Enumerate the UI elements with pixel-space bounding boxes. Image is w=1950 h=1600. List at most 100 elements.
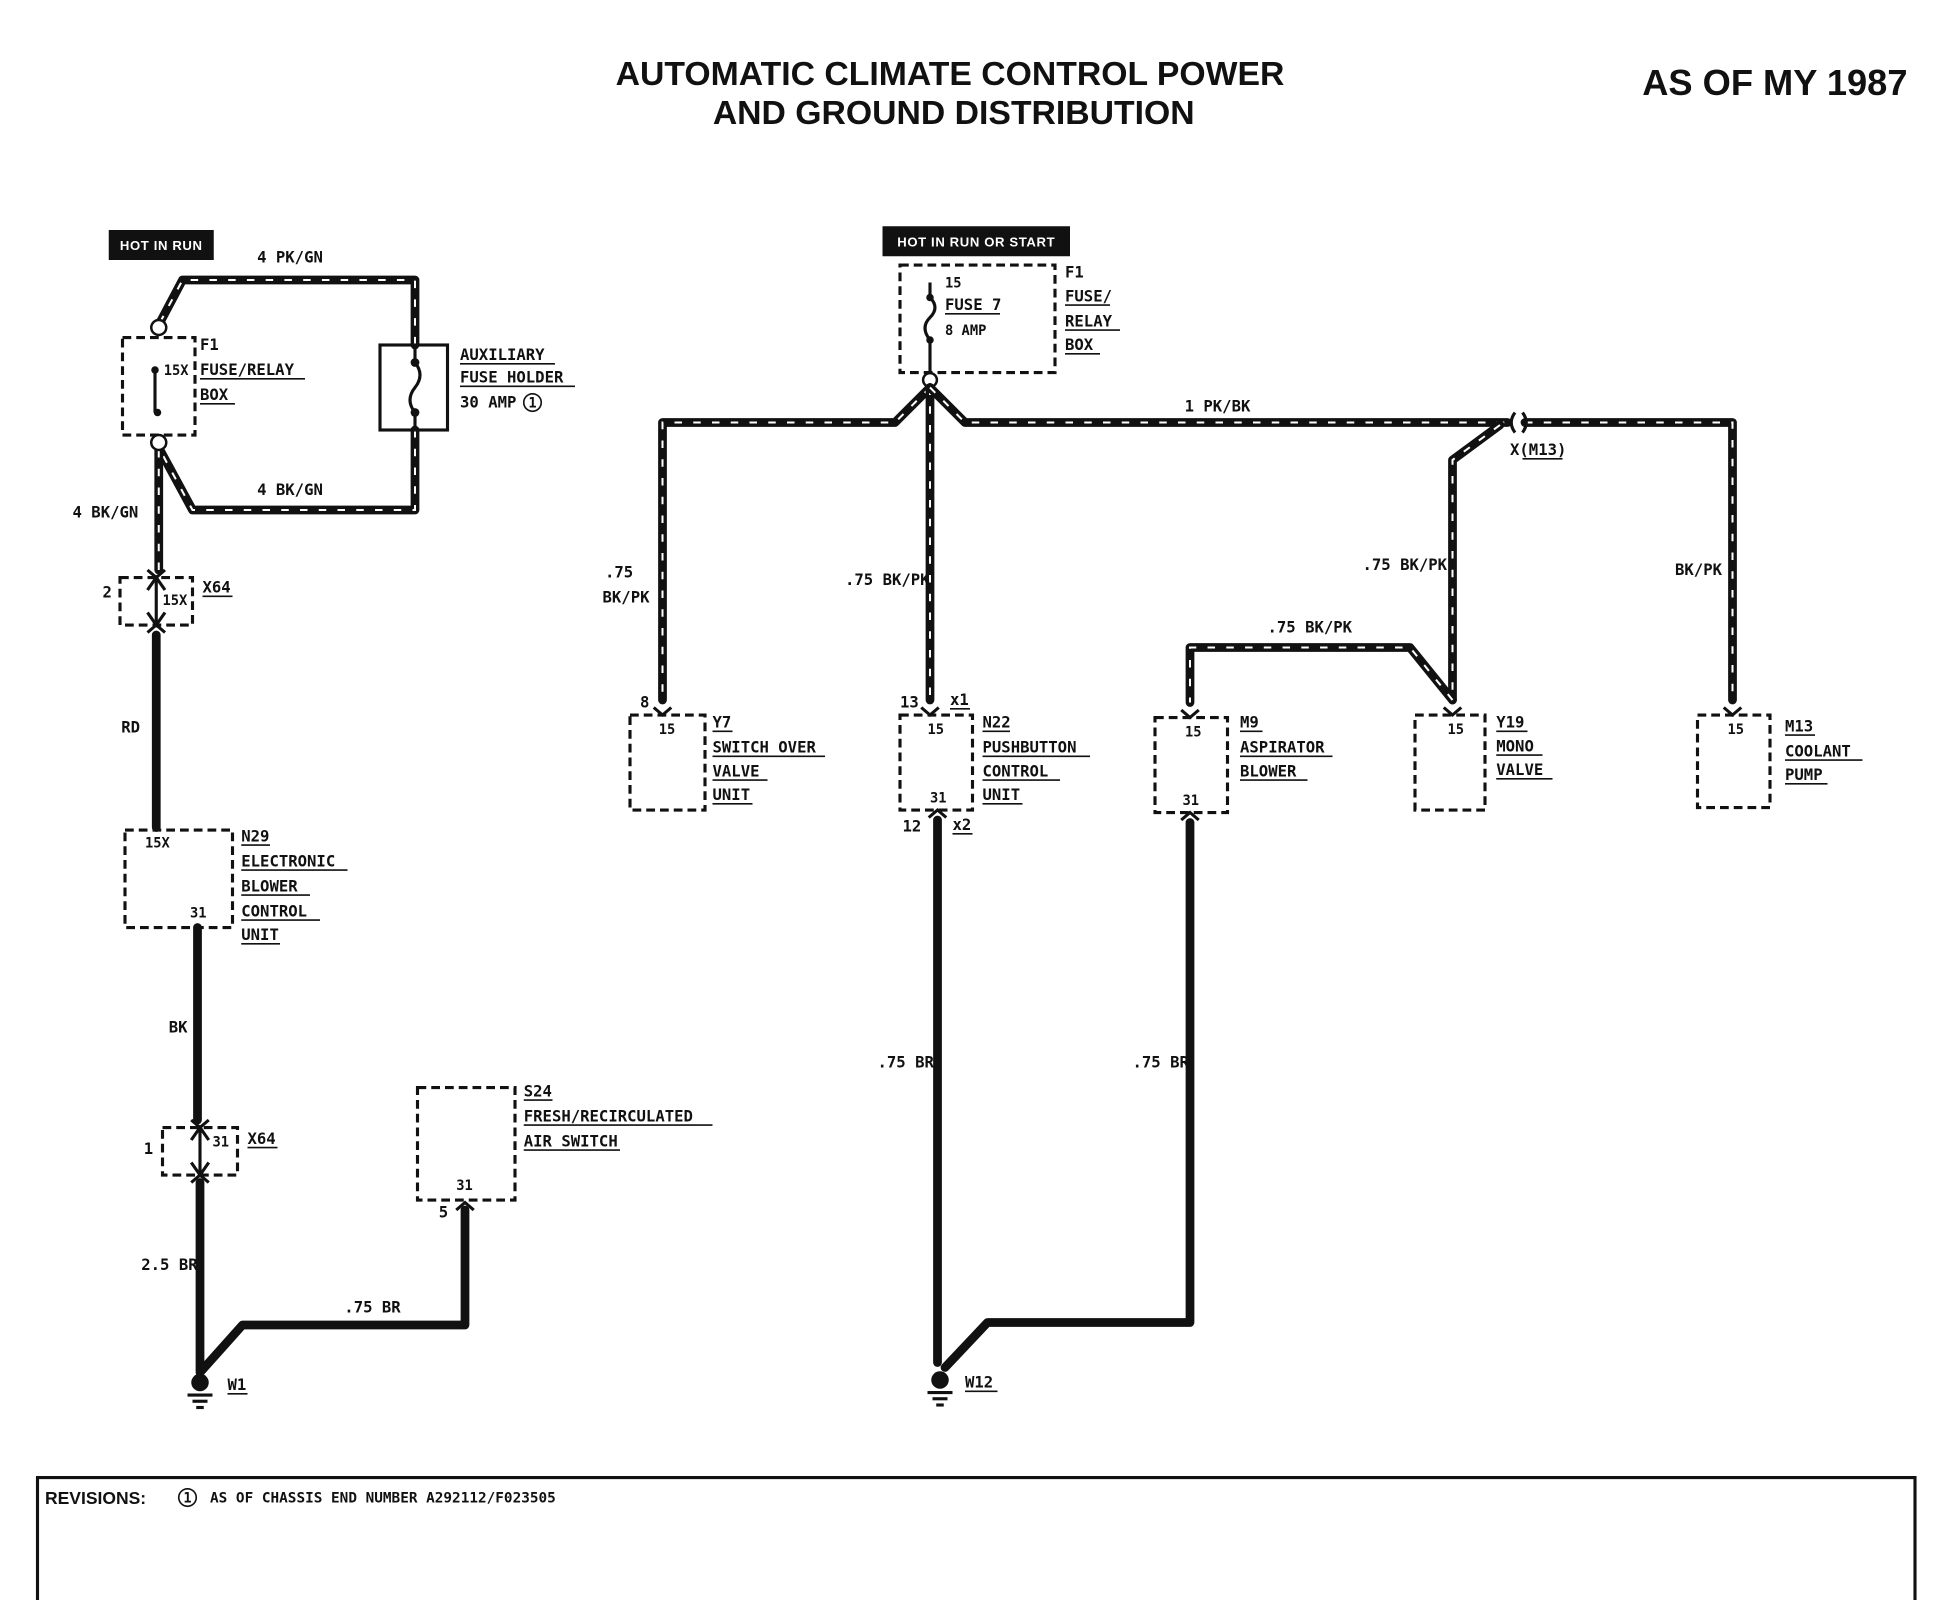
n22-id: N22 <box>983 714 1011 732</box>
wire-label-n22-ground: .75 BR <box>878 1054 935 1072</box>
wire-label-m9-ground: .75 BR <box>1133 1054 1190 1072</box>
n22-pin-out <box>927 807 948 819</box>
w1-ground-point <box>191 1373 209 1392</box>
n22-terminal-out: 31 <box>930 791 947 807</box>
y19-mono-valve <box>1413 713 1487 812</box>
model-year-label: AS OF MY 1987 <box>1642 62 1907 103</box>
wire-1-pk-bk <box>925 383 1512 427</box>
w12-ground-point <box>931 1371 949 1389</box>
x-m13-label: X(M13) <box>1510 441 1566 459</box>
x64-bottom-arrow <box>189 1124 211 1178</box>
hot-in-run-label: HOT IN RUN <box>120 238 203 253</box>
wire-label-m9: .75 BK/PK <box>1268 619 1353 637</box>
revision-note: AS OF CHASSIS END NUMBER A292112/F023505 <box>210 1491 556 1507</box>
wire-y19-feed <box>1448 420 1505 705</box>
f1-right-id: F1 <box>1065 264 1084 282</box>
s24-air-switch <box>415 1085 517 1202</box>
wire-2-5-br <box>195 1178 470 1377</box>
m9-pin-out <box>1180 810 1200 822</box>
fuse7-rating: 8 AMP <box>945 323 986 339</box>
n22-line2: CONTROL <box>983 762 1049 780</box>
aux-fuse-revision-mark: 1 <box>528 396 536 412</box>
hot-in-run-or-start-label: HOT IN RUN OR START <box>897 234 1055 249</box>
f1-fuse7-box <box>898 263 1057 375</box>
wire-label-4-bk-gn-loop: 4 BK/GN <box>257 481 323 499</box>
y19-terminal: 15 <box>1448 722 1465 738</box>
aux-fuse-label-line1: AUXILIARY <box>460 346 545 364</box>
n29-line3: CONTROL <box>241 902 307 920</box>
wire-label-y7-line2: BK/PK <box>603 589 651 607</box>
y7-line3: UNIT <box>713 786 751 804</box>
f1-contact-dot-bottom <box>153 408 162 417</box>
y19-id: Y19 <box>1496 714 1524 732</box>
wire-label-4-bk-gn-down: 4 BK/GN <box>73 504 139 522</box>
n22-terminal-in: 15 <box>928 722 945 738</box>
x64-top-pin-out <box>146 622 167 634</box>
n29-line2: BLOWER <box>241 877 298 895</box>
x64-top-pin: 2 <box>103 584 112 602</box>
m9-pin-in <box>1180 708 1200 720</box>
aux-fuse-element <box>408 361 422 430</box>
s24-line2: AIR SWITCH <box>524 1132 618 1150</box>
revisions-panel: REVISIONS: 1 AS OF CHASSIS END NUMBER A2… <box>35 1475 1917 1600</box>
diagram-title-line2: AND GROUND DISTRIBUTION <box>713 94 1195 132</box>
f1-top-terminal <box>150 318 168 337</box>
wire-label-bk: BK <box>169 1019 188 1037</box>
wire-label-2-5-br: 2.5 BR <box>141 1256 198 1274</box>
w12-ground-label: W12 <box>965 1374 993 1392</box>
wire-label-75-br-s24: .75 BR <box>344 1299 401 1317</box>
n22-line3: UNIT <box>983 786 1021 804</box>
s24-terminal: 31 <box>456 1178 473 1194</box>
m13-line1: COOLANT <box>1785 742 1851 760</box>
revisions-label: REVISIONS: <box>45 1488 146 1508</box>
revision-mark: 1 <box>183 1491 191 1507</box>
wire-label-4-pk-gn: 4 PK/GN <box>257 249 323 267</box>
aux-fuse-label-line2: FUSE HOLDER <box>460 369 564 387</box>
f1-terminal-label: 15X <box>164 363 190 379</box>
wire-4-bk-gn-loop-stripe <box>159 430 416 511</box>
wire-label-m13: BK/PK <box>1675 561 1723 579</box>
s24-id: S24 <box>524 1082 552 1100</box>
wire-4-pk-gn-stripe <box>159 279 416 345</box>
x64-bottom-pin: 1 <box>144 1140 153 1158</box>
x64-bottom-pin-out <box>190 1172 210 1184</box>
wire-75-br-m9-ground <box>940 818 1195 1372</box>
left-circuit: HOT IN RUN 4 PK/GN 4 BK/GN 4 BK/GN RD BK… <box>73 230 713 1410</box>
wire-label-y19: .75 BK/PK <box>1363 556 1448 574</box>
m13-id: M13 <box>1785 717 1813 735</box>
wire-label-rd: RD <box>121 719 140 737</box>
y7-id: Y7 <box>713 714 732 732</box>
y7-line1: SWITCH OVER <box>713 739 817 757</box>
fuse7-name: FUSE 7 <box>945 296 1001 314</box>
s24-pin: 5 <box>439 1204 448 1222</box>
f1-name-line2: BOX <box>200 386 229 404</box>
hot-in-run-badge <box>108 230 214 260</box>
revision-mark-circle <box>177 1487 198 1508</box>
y7-terminal: 15 <box>659 722 676 738</box>
wire-m13-feed-stripe <box>1525 421 1734 700</box>
revisions-border <box>35 1475 1917 1600</box>
y7-pin: 8 <box>640 694 649 712</box>
wire-label-1-pk-bk: 1 PK/BK <box>1185 397 1251 415</box>
f1-bottom-terminal <box>150 433 168 452</box>
y7-switch-over-valve <box>628 713 707 812</box>
wire-y7-feed-stripe <box>661 386 931 700</box>
aux-fuse-rating: 30 AMP <box>460 394 516 412</box>
right-circuit: HOT IN RUN OR START 15 FUSE 7 8 AMP F1 F… <box>603 226 1863 1407</box>
w1-ground-label: W1 <box>228 1376 247 1394</box>
n22-pin-in-number: 13 <box>900 694 919 712</box>
aux-fuse-dot-bottom <box>410 408 420 417</box>
y19-pin-in <box>1442 706 1463 718</box>
n22-conn-in: x1 <box>950 691 969 709</box>
n22-pushbutton-control-unit <box>898 713 975 812</box>
y19-line2: VALVE <box>1496 761 1543 779</box>
diagram-title-line1: AUTOMATIC CLIMATE CONTROL POWER <box>616 55 1285 93</box>
fuse7-element <box>923 296 937 373</box>
f1-id-label: F1 <box>200 336 219 354</box>
y7-line2: VALVE <box>713 762 760 780</box>
fuse7-dot-top <box>926 293 934 302</box>
m9-line1: ASPIRATOR <box>1240 739 1325 757</box>
x64-bottom-terminal: 31 <box>213 1134 230 1150</box>
m9-terminal-out: 31 <box>1183 793 1200 809</box>
